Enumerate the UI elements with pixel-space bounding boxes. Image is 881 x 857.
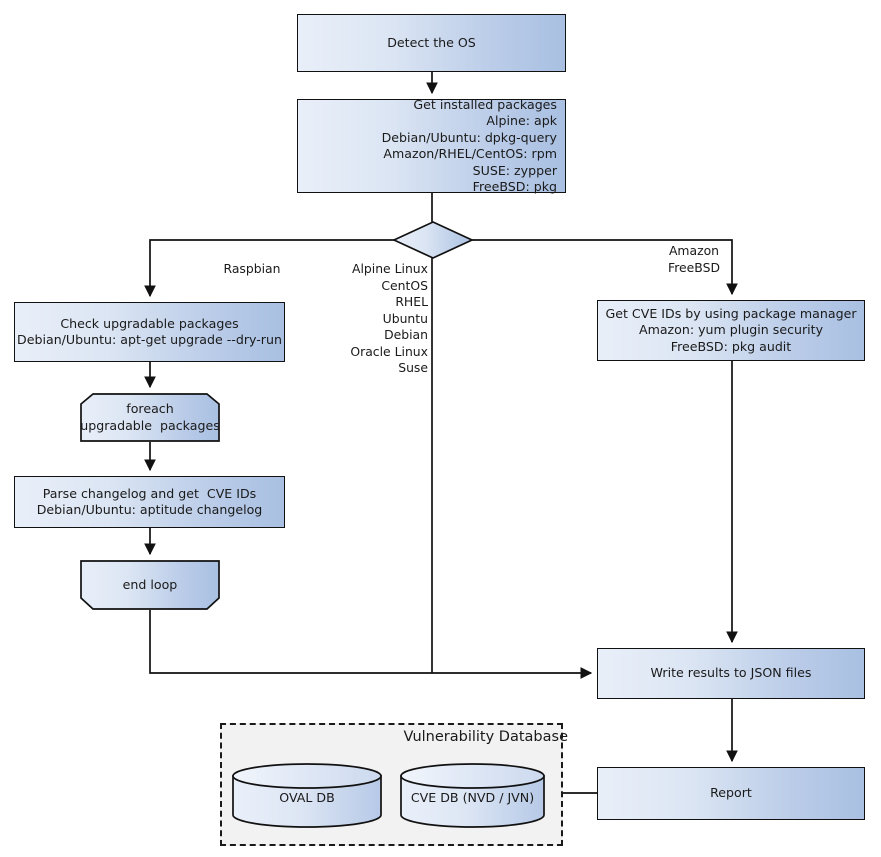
node-foreach-loop-start[interactable]: foreach upgradable packages [80,393,220,442]
node-end-loop-label: end loop [122,576,178,592]
edge-label-raspbian: Raspbian [223,261,281,276]
node-get-cve-ids-label: Get CVE IDs by using package manager Ama… [605,305,857,354]
node-parse-changelog-label: Parse changelog and get CVE IDs Debian/U… [36,485,263,518]
node-report[interactable]: Report [597,767,865,820]
database-oval-db[interactable]: OVAL DB [232,763,382,828]
edge-label-middle-os-list: Alpine Linux CentOS RHEL Ubuntu Debian O… [350,261,428,375]
node-end-loop[interactable]: end loop [80,560,220,610]
node-detect-os[interactable]: Detect the OS [297,14,566,72]
node-get-installed-packages-label: Get installed packages Alpine: apk Debia… [381,96,557,195]
node-detect-os-label: Detect the OS [387,34,476,50]
edge-label-amazon-freebsd: Amazon FreeBSD [668,243,720,275]
vulnerability-database-title: Vulnerability Database [403,729,568,745]
node-check-upgradable-packages[interactable]: Check upgradable packages Debian/Ubuntu:… [14,302,285,362]
node-write-results[interactable]: Write results to JSON files [597,648,865,699]
oval-db-label: OVAL DB [279,790,335,805]
loop-end-shape [80,560,220,610]
node-parse-changelog[interactable]: Parse changelog and get CVE IDs Debian/U… [14,476,285,528]
database-cve-db[interactable]: CVE DB (NVD / JVN) [400,763,545,828]
cve-db-label: CVE DB (NVD / JVN) [410,790,535,805]
node-check-upgradable-packages-label: Check upgradable packages Debian/Ubuntu:… [17,315,282,348]
node-get-installed-packages[interactable]: Get installed packages Alpine: apk Debia… [297,96,566,195]
cve-db-cylinder-shape [400,763,545,828]
oval-db-cylinder-shape [232,763,382,828]
node-get-cve-ids[interactable]: Get CVE IDs by using package manager Ama… [597,300,865,361]
node-write-results-label: Write results to JSON files [650,665,812,681]
node-foreach-loop-start-label: foreach upgradable packages [80,401,220,433]
loop-start-shape [80,393,220,442]
decision-diamond [391,221,475,259]
node-report-label: Report [710,785,752,801]
